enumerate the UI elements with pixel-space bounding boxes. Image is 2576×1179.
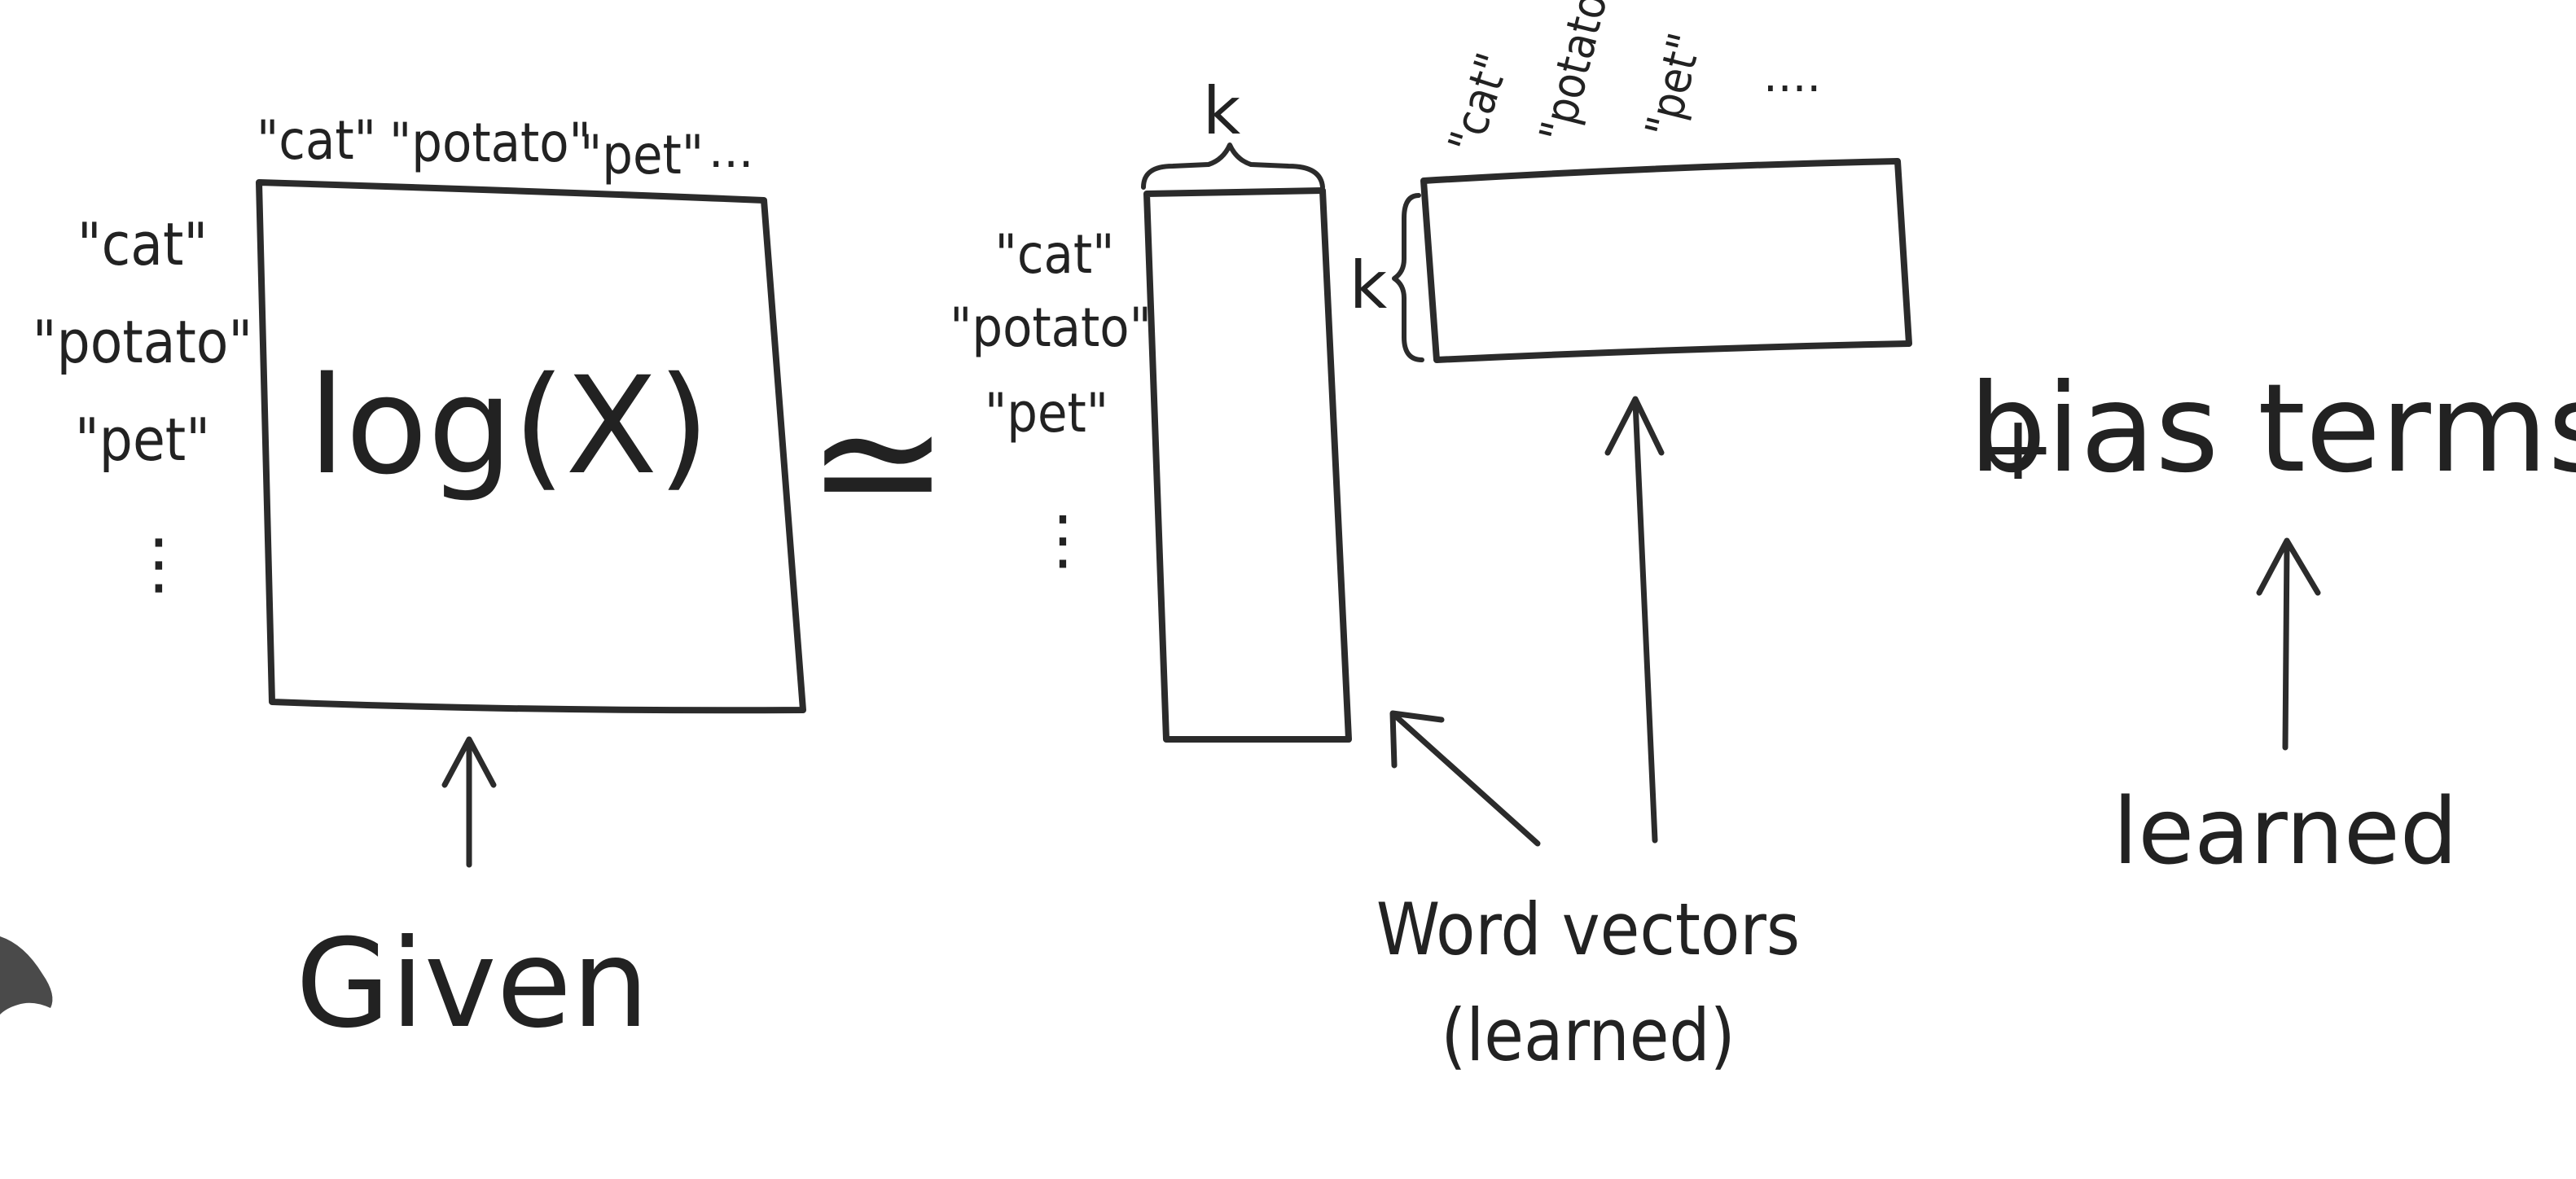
- word-row-label-potato: "potato": [950, 296, 1152, 359]
- word-vector-matrix-box: [1143, 187, 1352, 743]
- given-caption: Given: [296, 914, 649, 1055]
- word-row-label-pet: "pet": [985, 382, 1108, 445]
- logx-col-label-potato: "potato": [389, 112, 591, 174]
- context-col-label-potato: "potato": [1530, 0, 1623, 147]
- logx-row-label-cat: "cat": [77, 210, 208, 278]
- approx-symbol: ≃: [806, 362, 950, 562]
- word-row-label-cat: "cat": [995, 223, 1115, 286]
- word-vectors-arrow-to-word-matrix: [1389, 710, 1541, 847]
- context-col-label-cat: "cat": [1438, 47, 1520, 160]
- plus-sign: +: [1981, 396, 2056, 500]
- logx-col-label-ellipsis: ...: [709, 123, 753, 178]
- context-vector-matrix-box: [1420, 158, 1912, 363]
- learned-caption: learned: [2113, 779, 2458, 885]
- logx-col-label-cat: "cat": [257, 109, 376, 172]
- bias-arrow: [2256, 537, 2321, 751]
- given-arrow: [441, 736, 497, 868]
- word-matrix-width-brace: [1141, 142, 1325, 190]
- word-row-label-vdots: ⋮: [1030, 502, 1095, 577]
- scan-smudge: [0, 936, 53, 1015]
- context-col-label-pet: "pet": [1636, 28, 1713, 142]
- logx-row-label-potato: "potato": [33, 308, 252, 376]
- logx-row-label-pet: "pet": [75, 405, 210, 474]
- logx-col-label-pet: "pet": [580, 124, 704, 186]
- context-col-label-ellipsis: ....: [1763, 50, 1821, 103]
- logx-formula: log(X): [308, 348, 709, 504]
- word-matrix-width-label: k: [1203, 73, 1241, 149]
- context-matrix-height-label: k: [1349, 248, 1388, 323]
- word-vectors-caption-line1: Word vectors: [1376, 888, 1800, 971]
- word-vectors-caption-line2: (learned): [1441, 993, 1735, 1077]
- bias-terms-label: bias terms: [1968, 358, 2576, 500]
- word-vectors-arrow-to-context-matrix: [1604, 396, 1665, 844]
- logx-matrix-box: [256, 179, 806, 714]
- logx-row-label-vdots: ⋮: [125, 525, 192, 603]
- context-matrix-height-brace: [1392, 193, 1424, 362]
